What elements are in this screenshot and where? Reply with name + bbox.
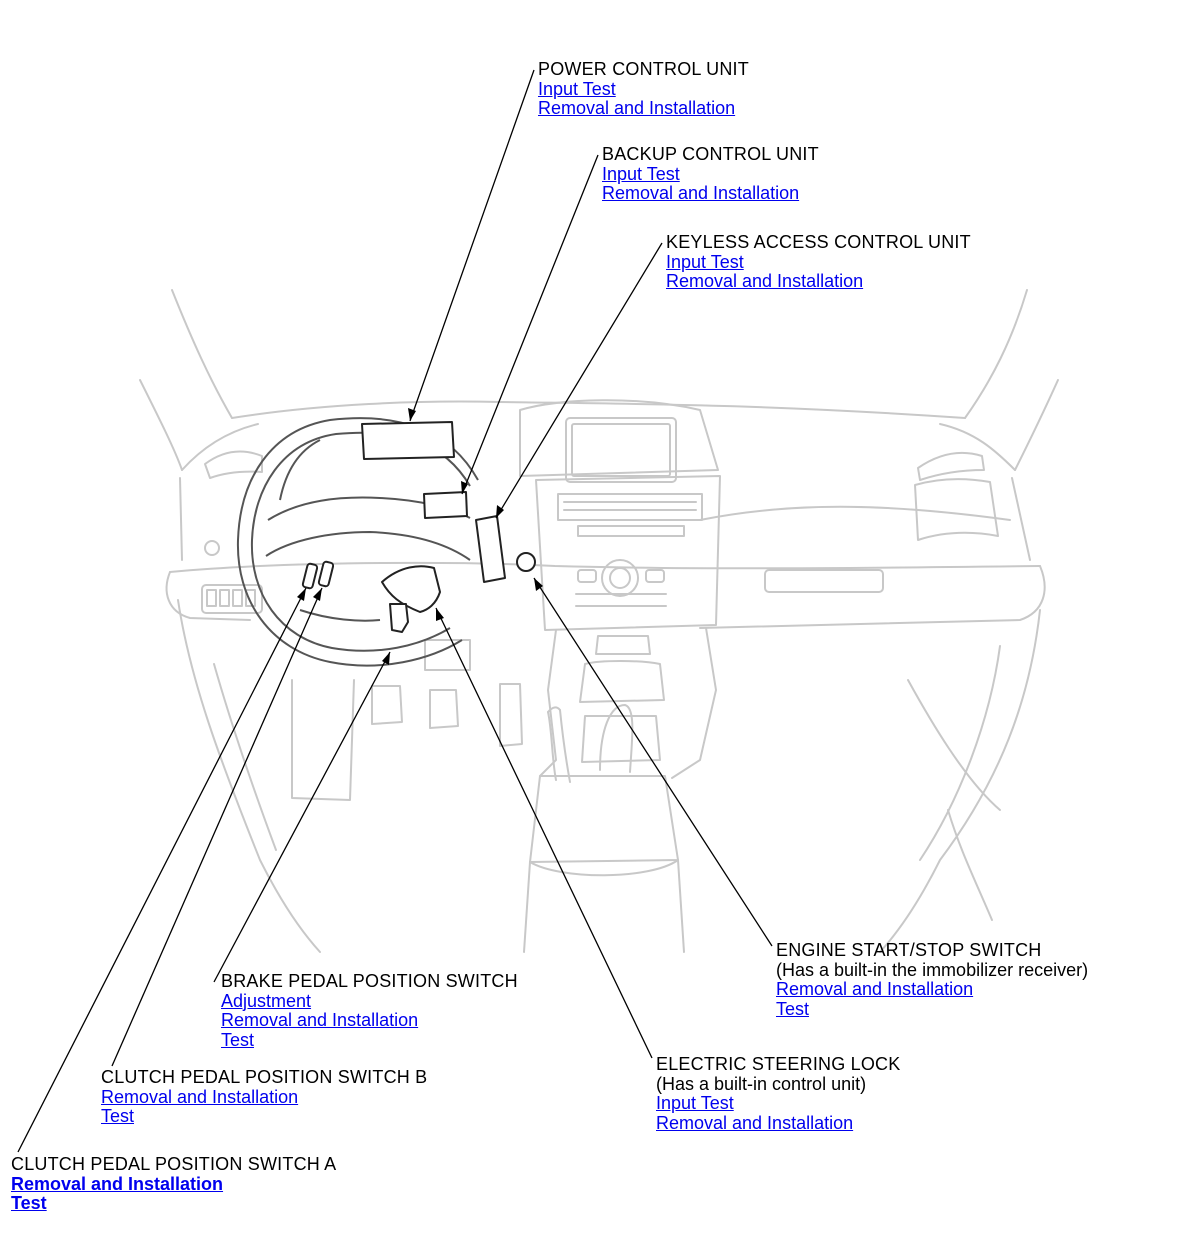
backup-control-unit-shape	[423, 491, 468, 519]
component-title: KEYLESS ACCESS CONTROL UNIT	[666, 232, 971, 252]
adjustment-link[interactable]: Adjustment	[221, 990, 312, 1011]
engine-start-stop-switch-shape	[516, 552, 536, 572]
component-title: BACKUP CONTROL UNIT	[602, 144, 819, 164]
input-test-link[interactable]: Input Test	[602, 163, 680, 184]
removal-and-installation-link[interactable]: Removal and Installation	[221, 1010, 419, 1031]
leader-line-backup-control-unit	[461, 154, 599, 495]
callout-electric-steering-lock: ELECTRIC STEERING LOCK (Has a built-in c…	[656, 1054, 901, 1133]
callout-engine-start-stop-switch: ENGINE START/STOP SWITCH (Has a built-in…	[776, 940, 1089, 1019]
leader-arrowheads	[297, 408, 543, 665]
callout-clutch-pedal-position-switch-b: CLUTCH PEDAL POSITION SWITCH B Removal a…	[101, 1067, 428, 1127]
input-test-link[interactable]: Input Test	[656, 1093, 734, 1114]
vehicle-interior-outline	[139, 289, 1059, 953]
power-control-unit-shape	[361, 421, 455, 460]
clutch-pedal-position-switch-a-shape	[301, 562, 319, 590]
callout-power-control-unit: POWER CONTROL UNIT Input Test Removal an…	[538, 59, 749, 119]
component-subtitle: (Has a built-in the immobilizer receiver…	[776, 959, 1089, 980]
removal-and-installation-link[interactable]: Removal and Installation	[538, 98, 736, 119]
callout-backup-control-unit: BACKUP CONTROL UNIT Input Test Removal a…	[602, 144, 819, 204]
callout-keyless-access-control-unit: KEYLESS ACCESS CONTROL UNIT Input Test R…	[666, 232, 971, 292]
leader-line-clutch-pedal-position-switch-a	[17, 587, 307, 1153]
electric-steering-lock-shape	[381, 565, 441, 613]
input-test-link[interactable]: Input Test	[666, 251, 744, 272]
component-title: ENGINE START/STOP SWITCH	[776, 940, 1042, 960]
input-test-link[interactable]: Input Test	[538, 78, 616, 99]
test-link[interactable]: Test	[101, 1106, 135, 1127]
leader-line-electric-steering-lock	[435, 607, 653, 1059]
removal-and-installation-link[interactable]: Removal and Installation	[656, 1112, 854, 1133]
steering-wheel	[236, 417, 479, 667]
leader-line-brake-pedal-position-switch	[213, 651, 391, 983]
removal-and-installation-link[interactable]: Removal and Installation	[11, 1173, 224, 1194]
removal-and-installation-link[interactable]: Removal and Installation	[666, 271, 864, 292]
test-link[interactable]: Test	[11, 1193, 47, 1214]
callout-brake-pedal-position-switch: BRAKE PEDAL POSITION SWITCH Adjustment R…	[221, 971, 518, 1050]
component-shapes	[301, 421, 536, 633]
removal-and-installation-link[interactable]: Removal and Installation	[602, 183, 800, 204]
leader-lines	[17, 69, 773, 1153]
component-subtitle: (Has a built-in control unit)	[656, 1073, 867, 1094]
component-title: POWER CONTROL UNIT	[538, 59, 749, 79]
removal-and-installation-link[interactable]: Removal and Installation	[776, 979, 974, 1000]
keyless-access-control-unit-shape	[475, 515, 506, 583]
leader-line-power-control-unit	[409, 69, 535, 422]
test-link[interactable]: Test	[776, 998, 810, 1019]
brake-pedal-position-switch-shape	[389, 603, 409, 633]
component-title: BRAKE PEDAL POSITION SWITCH	[221, 971, 518, 991]
removal-and-installation-link[interactable]: Removal and Installation	[101, 1086, 299, 1107]
leader-line-engine-start-stop-switch	[533, 577, 773, 947]
leader-line-keyless-access-control-unit	[495, 242, 663, 519]
component-title: CLUTCH PEDAL POSITION SWITCH A	[11, 1154, 337, 1174]
test-link[interactable]: Test	[221, 1029, 255, 1050]
clutch-pedal-position-switch-b-shape	[317, 560, 335, 588]
component-title: CLUTCH PEDAL POSITION SWITCH B	[101, 1067, 428, 1087]
component-title: ELECTRIC STEERING LOCK	[656, 1054, 901, 1074]
callout-clutch-pedal-position-switch-a: CLUTCH PEDAL POSITION SWITCH A Removal a…	[11, 1154, 337, 1214]
leader-line-clutch-pedal-position-switch-b	[111, 587, 323, 1067]
